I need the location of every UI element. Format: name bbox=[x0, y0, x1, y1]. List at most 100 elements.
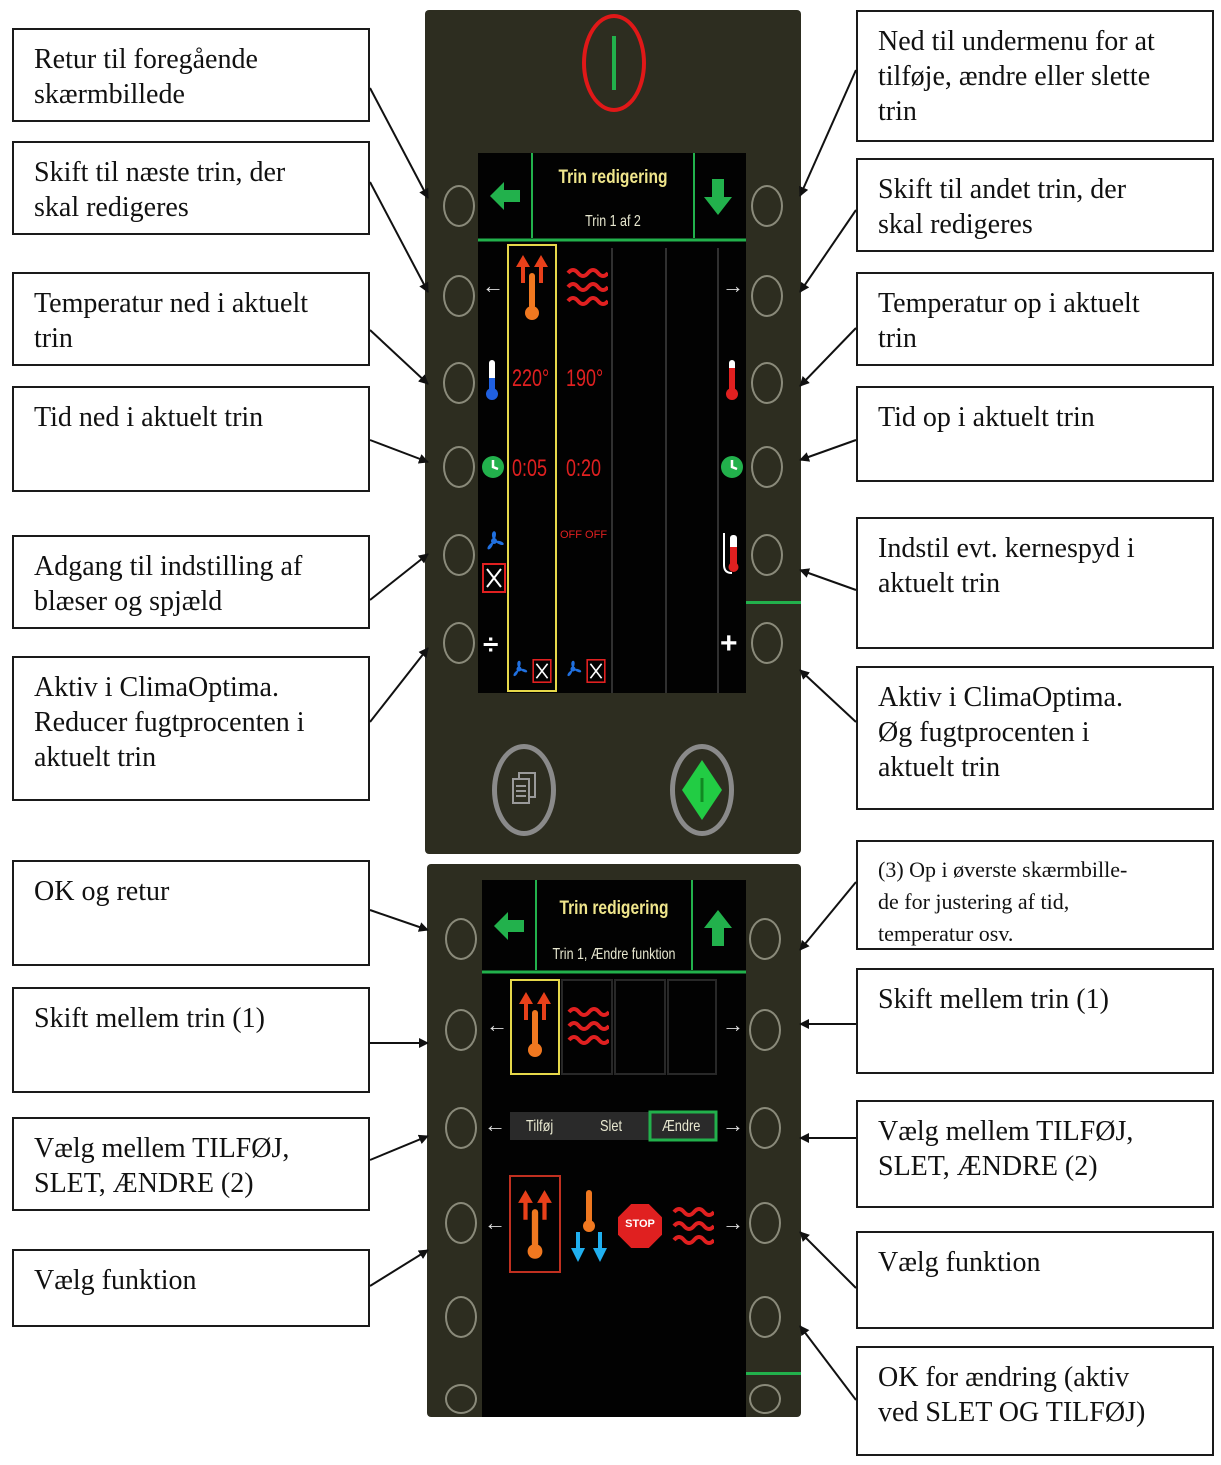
cool-down-icon bbox=[571, 1190, 607, 1262]
right-button-1[interactable] bbox=[749, 918, 781, 960]
stop-icon: STOP bbox=[618, 1204, 662, 1248]
start-diamond-icon bbox=[682, 760, 722, 820]
fan-icon bbox=[567, 660, 582, 677]
right-button-2[interactable] bbox=[749, 1009, 781, 1051]
callout-switch-step-right: Skift mellem trin (1) bbox=[856, 968, 1214, 1074]
callout-humidity-down: Aktiv i ClimaOptima. Reducer fugtprocent… bbox=[12, 656, 370, 801]
callout-choose-action-right: Vælg mellem TILFØJ, SLET, ÆNDRE (2) bbox=[856, 1100, 1214, 1208]
next-step-arrow-icon: → bbox=[722, 1012, 744, 1037]
clock-icon bbox=[721, 456, 743, 478]
left-button-2[interactable] bbox=[443, 275, 475, 317]
left-button-2[interactable] bbox=[445, 1009, 477, 1051]
arrow-r1 bbox=[799, 69, 857, 197]
right-button-4[interactable] bbox=[749, 1202, 781, 1244]
damper-icon bbox=[586, 659, 606, 683]
back-arrow-icon[interactable] bbox=[492, 908, 528, 944]
left-button-4[interactable] bbox=[445, 1202, 477, 1244]
damper-icon bbox=[532, 659, 552, 683]
arrow-l7 bbox=[369, 909, 429, 932]
control-panel-bottom: Trin redigering Trin 1, Ændre funktion ←… bbox=[427, 864, 801, 1417]
left-button-3[interactable] bbox=[443, 362, 475, 404]
callout-fan-damper: Adgang til indstilling af blæser og spjæ… bbox=[12, 535, 370, 629]
arrow-l3 bbox=[369, 329, 429, 385]
prev-function-arrow-icon: ← bbox=[484, 1210, 506, 1235]
copy-button[interactable] bbox=[492, 744, 556, 836]
callout-choose-function-left: Vælg funktion bbox=[12, 1249, 370, 1327]
next-function-arrow-icon: → bbox=[722, 1210, 744, 1235]
right-button-4[interactable] bbox=[751, 446, 783, 488]
core-probe-icon bbox=[723, 533, 739, 574]
humidity-waves-icon bbox=[566, 268, 608, 306]
heat-up-icon bbox=[516, 255, 548, 320]
left-button-1[interactable] bbox=[445, 918, 477, 960]
callout-submenu: Ned til undermenu for at tilføje, ændre … bbox=[856, 10, 1214, 142]
screen-subtitle: Trin 1, Ændre funktion bbox=[552, 946, 676, 963]
callout-temp-up: Temperatur op i aktuelt trin bbox=[856, 272, 1214, 366]
thermometer-cold-icon bbox=[486, 360, 498, 400]
right-button-6[interactable] bbox=[749, 1384, 781, 1414]
callout-time-down: Tid ned i aktuelt trin bbox=[12, 386, 370, 492]
right-button-1[interactable] bbox=[751, 185, 783, 227]
heat-up-icon bbox=[518, 1190, 552, 1259]
arrow-r4 bbox=[799, 439, 857, 462]
callout-switch-step-left: Skift mellem trin (1) bbox=[12, 987, 370, 1093]
callout-choose-action-left: Vælg mellem TILFØJ, SLET, ÆNDRE (2) bbox=[12, 1117, 370, 1211]
arrow-l4 bbox=[369, 439, 429, 464]
stop-label: STOP bbox=[625, 1218, 655, 1230]
screen-subtitle: Trin 1 af 2 bbox=[585, 213, 641, 230]
screen-step-edit: Trin redigering Trin 1 af 2 ← → 220° 190… bbox=[478, 153, 746, 693]
control-panel-top: Trin redigering Trin 1 af 2 ← → 220° 190… bbox=[425, 10, 801, 854]
fan-icon bbox=[487, 531, 504, 550]
left-button-1[interactable] bbox=[443, 185, 475, 227]
callout-other-step: Skift til andet trin, der skal redigeres bbox=[856, 158, 1214, 252]
left-button-6[interactable] bbox=[443, 622, 475, 664]
left-button-3[interactable] bbox=[445, 1107, 477, 1149]
left-button-5[interactable] bbox=[445, 1296, 477, 1338]
right-button-6[interactable] bbox=[751, 622, 783, 664]
back-arrow-icon[interactable] bbox=[488, 178, 524, 214]
callout-next-step: Skift til næste trin, der skal redigeres bbox=[12, 141, 370, 235]
copy-icon bbox=[512, 772, 536, 804]
down-arrow-icon[interactable] bbox=[702, 177, 734, 217]
prev-step-arrow-icon: ← bbox=[482, 273, 504, 298]
power-button[interactable] bbox=[582, 14, 646, 112]
next-action-arrow-icon: → bbox=[722, 1112, 744, 1137]
tab-change[interactable]: Ændre bbox=[662, 1118, 701, 1135]
right-button-3[interactable] bbox=[751, 362, 783, 404]
arrow-l9 bbox=[369, 1134, 429, 1161]
temperature-step-1: 220° bbox=[512, 365, 550, 392]
tab-add[interactable]: Tilføj bbox=[526, 1118, 554, 1135]
arrow-r11 bbox=[799, 1325, 857, 1401]
arrow-r3 bbox=[799, 327, 857, 387]
left-button-4[interactable] bbox=[443, 446, 475, 488]
heat-up-icon bbox=[519, 992, 551, 1057]
clock-icon bbox=[482, 456, 504, 478]
left-button-6[interactable] bbox=[445, 1384, 477, 1414]
right-button-5[interactable] bbox=[749, 1296, 781, 1338]
arrow-r2 bbox=[799, 209, 857, 293]
callout-up-to-top: (3) Op i øverste skærmbille- de for just… bbox=[856, 840, 1214, 950]
arrow-r6 bbox=[799, 669, 857, 723]
right-button-2[interactable] bbox=[751, 275, 783, 317]
right-button-5[interactable] bbox=[751, 534, 783, 576]
fan-off-labels: OFF OFF bbox=[560, 529, 608, 541]
tab-delete[interactable]: Slet bbox=[600, 1118, 623, 1135]
start-button[interactable] bbox=[670, 744, 734, 836]
left-button-5[interactable] bbox=[443, 534, 475, 576]
humidity-waves-icon bbox=[672, 1207, 714, 1245]
time-step-1: 0:05 bbox=[512, 455, 548, 482]
callout-humidity-up: Aktiv i ClimaOptima. Øg fugtprocenten i … bbox=[856, 666, 1214, 810]
humidity-minus-icon: ÷ bbox=[483, 629, 499, 660]
callout-ok-change: OK for ændring (aktiv ved SLET OG TILFØJ… bbox=[856, 1346, 1214, 1456]
arrow-l2 bbox=[369, 181, 429, 293]
arrow-r7 bbox=[799, 881, 857, 951]
right-button-3[interactable] bbox=[749, 1107, 781, 1149]
prev-step-arrow-icon: ← bbox=[486, 1012, 508, 1037]
callout-choose-function-right: Vælg funktion bbox=[856, 1231, 1214, 1329]
up-arrow-icon[interactable] bbox=[702, 908, 734, 948]
time-step-2: 0:20 bbox=[566, 455, 602, 482]
temperature-step-2: 190° bbox=[566, 365, 604, 392]
damper-icon bbox=[482, 563, 506, 593]
callout-core-probe: Indstil evt. kernespyd i aktuelt trin bbox=[856, 517, 1214, 649]
